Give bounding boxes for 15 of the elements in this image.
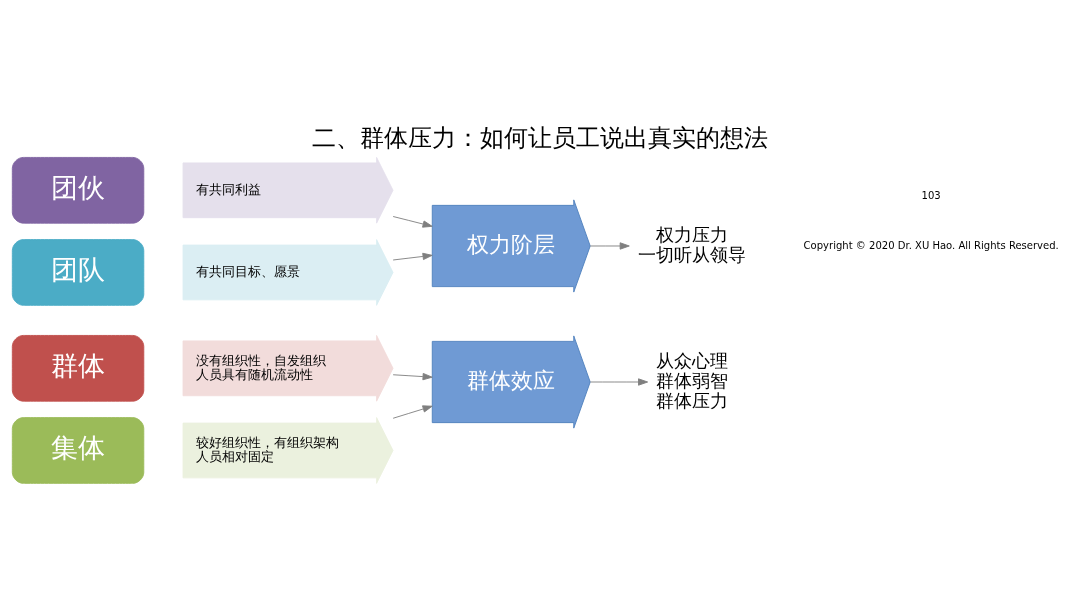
arrow [392, 252, 433, 261]
arrow [589, 242, 630, 250]
arrow [392, 405, 433, 419]
label: Copyright © 2020 Dr. XU Hao. All Rights Reserved. [803, 239, 1059, 251]
node-box: 团伙 [11, 156, 145, 224]
label: 103 [921, 190, 941, 202]
arrow [589, 378, 649, 386]
arrow [392, 372, 433, 381]
node-box: 集体 [11, 417, 145, 484]
arrow [392, 216, 433, 228]
diagram-title: 二、群体压力：如何让员工说出真实的想法 [312, 124, 768, 153]
node-box: 团队 [11, 239, 145, 306]
node-text: 从众心理 群体弱智 群体压力 [656, 349, 729, 411]
node-box: 群体 [11, 335, 145, 402]
node-text: 权力压力 一切听从领导 [638, 223, 747, 265]
